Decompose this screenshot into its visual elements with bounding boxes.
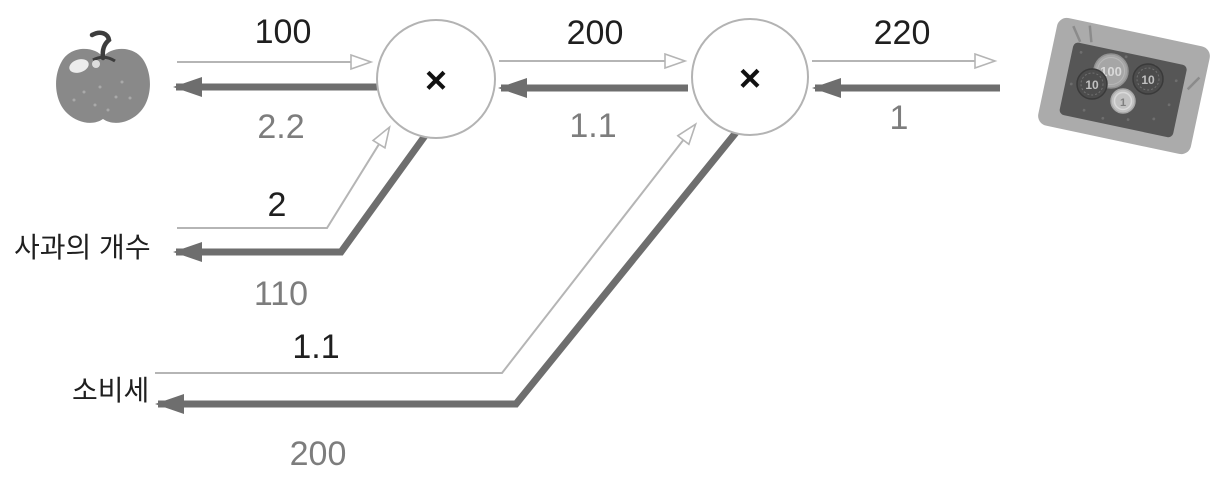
value-forward-apple-price: 100 — [255, 13, 312, 51]
value-backward-total-grad: 1 — [890, 99, 909, 137]
coin-100-value: 100 — [1100, 64, 1122, 79]
mul-node-1: × — [376, 19, 496, 139]
forward-arrow-apple-count-to-mul1 — [177, 128, 389, 229]
tax-label: 소비세 — [72, 375, 149, 406]
apple-highlight — [69, 59, 89, 73]
coin-1-value: 1 — [1120, 97, 1126, 109]
coin-10-left-value: 10 — [1085, 78, 1099, 92]
apple-icon — [56, 30, 150, 123]
apple-count-label: 사과의 개수 — [14, 232, 151, 263]
coin-10-right-value: 10 — [1141, 73, 1155, 87]
value-backward-apple-grad: 2.2 — [257, 108, 304, 146]
backward-arrow-mul1-to-apple-count — [173, 130, 430, 262]
mul-node-1-circle — [376, 19, 496, 139]
mul-node-2: × — [691, 18, 809, 136]
coin-10-left: 10 — [1076, 68, 1108, 100]
tray-shine-marks — [1072, 25, 1201, 91]
forward-arrow-tax-to-mul2 — [155, 125, 695, 374]
coin-10-right: 10 — [1132, 63, 1164, 95]
value-forward-apple-count: 2 — [268, 186, 287, 224]
money-icon: 100 10 10 1 — [1038, 17, 1210, 155]
backward-arrow-mul2-to-tax — [155, 127, 741, 414]
value-backward-apple-count-grad: 110 — [254, 275, 308, 313]
mul-node-2-operator: × — [739, 58, 761, 100]
apple-speckles — [72, 80, 132, 112]
value-backward-subtotal-grad: 1.1 — [569, 107, 616, 145]
value-backward-tax-grad: 200 — [290, 435, 347, 473]
mul-node-1-operator: × — [425, 60, 447, 102]
apple-highlight-dot — [92, 60, 100, 68]
value-forward-total: 220 — [874, 14, 931, 52]
tray-pad-texture — [1069, 50, 1178, 121]
apple-stem-base — [92, 55, 116, 63]
mul-node-2-circle — [691, 18, 809, 136]
value-forward-tax-rate: 1.1 — [292, 328, 339, 366]
coin-tray — [1038, 17, 1210, 155]
value-forward-subtotal: 200 — [567, 14, 624, 52]
apple-stem — [89, 30, 112, 61]
coin-1: 1 — [1110, 88, 1136, 114]
